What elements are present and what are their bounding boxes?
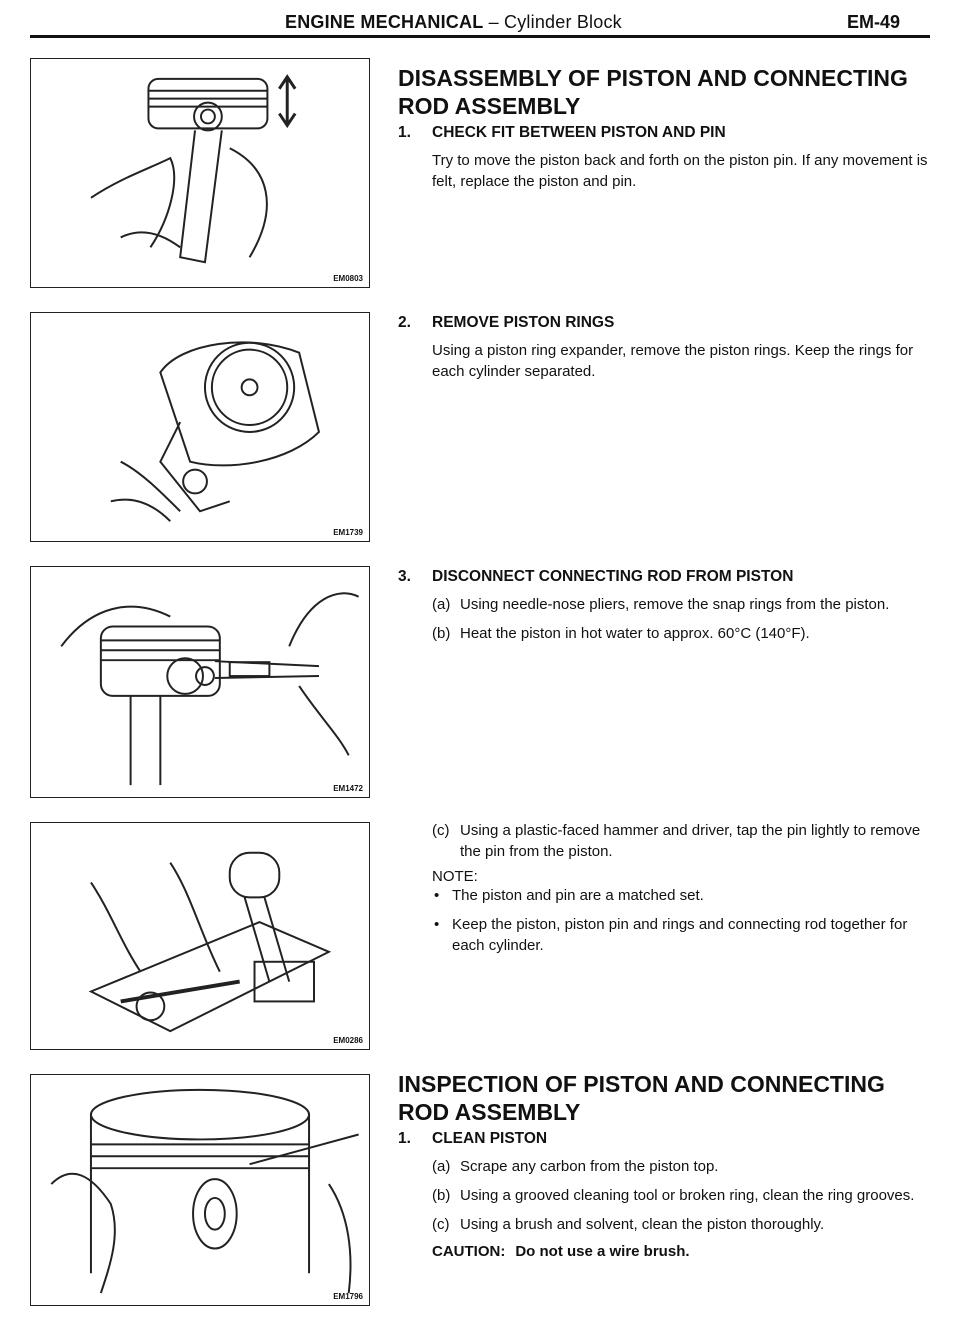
substep-text: Heat the piston in hot water to approx. … [460,625,810,642]
step-number: 1. [398,1130,411,1147]
substep-label: (c) [432,1216,450,1233]
substep-label: (c) [432,822,450,839]
step-title-text: CLEAN PISTON [432,1130,548,1147]
hammer-driver-pin-removal-illustration [88,851,332,1033]
note-bullet: • The piston and pin are a matched set. [398,885,928,906]
figure-code: EM1796 [333,1292,363,1301]
figure-code: EM1739 [333,528,363,537]
figure-code: EM0803 [333,274,363,283]
substep-label: (b) [432,1187,451,1204]
substep-a: (a) Scrape any carbon from the piston top… [398,1156,928,1177]
step-check-fit: 1. CHECK FIT BETWEEN PISTON AND PIN Try t… [398,124,928,192]
figure-snap-rings: EM1472 [30,566,370,798]
figure-code: EM0286 [333,1036,363,1045]
substep-text: Using a grooved cleaning tool or broken … [460,1187,915,1204]
figure-pin-removal: EM0286 [30,822,370,1050]
note-text: Keep the piston, piston pin and rings an… [452,916,908,954]
header-separator: – [483,12,505,32]
disassembly-section-title-block: DISASSEMBLY OF PISTON AND CONNECTING ROD… [398,64,928,120]
piston-ring-expander-illustration [110,341,321,522]
substep-text: Using a plastic-faced hammer and driver,… [460,822,921,860]
inspection-section-title-block: INSPECTION OF PISTON AND CONNECTING ROD … [398,1070,928,1126]
step-title: 1. CHECK FIT BETWEEN PISTON AND PIN [398,124,928,142]
header-subsection: Cylinder Block [504,12,622,32]
step-remove-rings: 2. REMOVE PISTON RINGS Using a piston rin… [398,314,928,382]
step-title: 1. CLEAN PISTON [398,1130,928,1148]
substep-text: Using needle-nose pliers, remove the sna… [460,596,890,613]
step-title-text: DISCONNECT CONNECTING ROD FROM PISTON [432,568,794,585]
figure-clean-piston: EM1796 [30,1074,370,1306]
piston-ring-groove-cleaning-illustration [50,1088,359,1294]
step-number: 1. [398,124,411,141]
caution: CAUTION: Do not use a wire brush. [398,1243,928,1260]
substep-b: (b) Using a grooved cleaning tool or brok… [398,1185,928,1206]
step-title: 3. DISCONNECT CONNECTING ROD FROM PISTON [398,568,928,586]
inspection-title: INSPECTION OF PISTON AND CONNECTING ROD … [398,1071,885,1125]
figure-code: EM1472 [333,784,363,793]
step-number: 3. [398,568,411,585]
substep-text: Scrape any carbon from the piston top. [460,1158,719,1175]
bullet-dot: • [434,916,440,933]
substep-label: (a) [432,1158,451,1175]
substep-label: (b) [432,625,451,642]
disassembly-title: DISASSEMBLY OF PISTON AND CONNECTING ROD… [398,65,908,119]
header-section: ENGINE MECHANICAL [285,12,484,32]
caution-label: CAUTION: [432,1243,506,1260]
step-disconnect-rod: 3.DISCONNECT CONNECTING ROD FROM PISTON … [398,568,928,644]
note-bullet: • Keep the piston, piston pin and rings a… [398,914,928,956]
step-number: 2. [398,314,411,331]
substep-label: (a) [432,596,451,613]
substep-a: (a) Using needle-nose pliers, remove the … [398,594,928,615]
page-code: EM-49 [846,12,900,32]
substep-c: (c) Using a plastic-faced hammer and driv… [398,820,928,862]
substep-text: Using a brush and solvent, clean the pis… [460,1216,825,1233]
snap-ring-pliers-illustration [60,592,360,786]
substep-c: (c) Using a brush and solvent, clean the … [398,1214,928,1235]
step-disconnect-rod-continued: (c) Using a plastic-faced hammer and driv… [398,820,928,956]
figure-piston-rings: EM1739 [30,312,370,542]
step-title-text: REMOVE PISTON RINGS [432,314,615,331]
bullet-dot: • [434,887,440,904]
note-label: NOTE: [432,868,478,885]
piston-pin-fit-check-illustration [90,74,297,264]
step-text: Using a piston ring expander, remove the… [432,342,914,380]
note-text: The piston and pin are a matched set. [452,887,704,904]
substep-b: (b) Heat the piston in hot water to appro… [398,623,928,644]
step-text: Try to move the piston back and forth on… [432,152,928,190]
step-title: 2. REMOVE PISTON RINGS [398,314,928,332]
step-clean-piston: 1. CLEAN PISTON (a) Scrape any carbon from… [398,1130,928,1260]
header-title: ENGINE MECHANICAL – Cylinder Block [285,12,622,33]
page-header: ENGINE MECHANICAL – Cylinder Block EM-49 [30,8,930,38]
caution-text: Do not use a wire brush. [515,1243,690,1260]
figure-piston-pin-fit: EM0803 [30,58,370,288]
step-title-text: CHECK FIT BETWEEN PISTON AND PIN [432,124,726,141]
